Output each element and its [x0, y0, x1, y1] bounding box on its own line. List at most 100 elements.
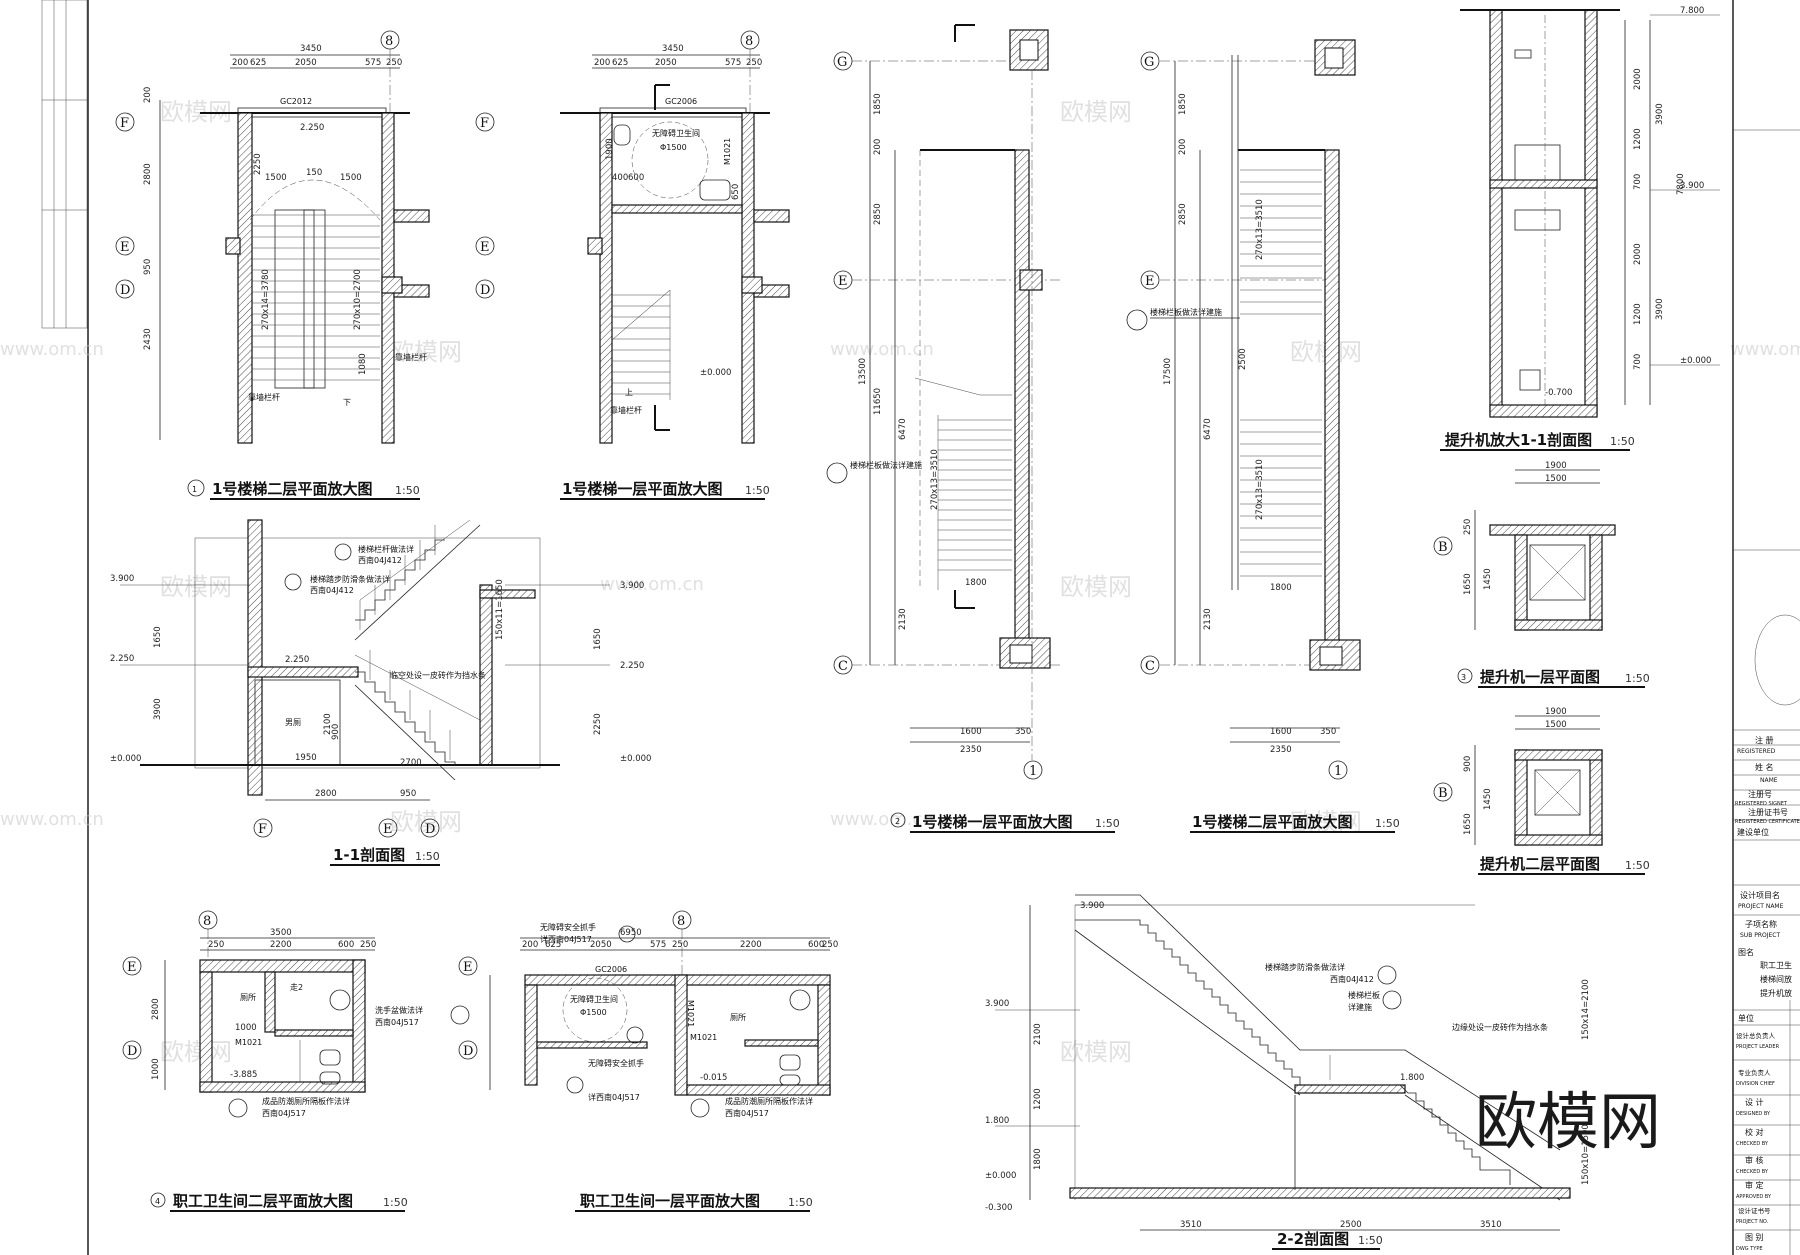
stair-treads: [1240, 169, 1322, 577]
dimension-label: 600: [338, 940, 354, 950]
watermark-text: 欧模网: [160, 1038, 232, 1066]
drawing-scale: 1:50: [1375, 817, 1400, 830]
dimension-label: 2500: [1340, 1220, 1362, 1230]
dimension-label: 1800: [1270, 583, 1292, 593]
elevation-label: ±0.000: [700, 368, 731, 378]
axis-label: E: [463, 960, 473, 975]
axis-label: 8: [203, 914, 211, 929]
title-block-label: 提升机放: [1760, 988, 1792, 998]
elevation-label: 2.250: [300, 123, 324, 133]
callout-ref: 详西南04J517: [540, 934, 592, 944]
room-label: 走2: [290, 983, 303, 992]
dimension-label: 625: [250, 58, 266, 68]
door-label: M1021: [686, 1000, 695, 1027]
axis-label: G: [1144, 55, 1154, 70]
left-margin-strip: [41, 0, 89, 1255]
dimension-label: 1800: [965, 578, 987, 588]
dimension-label: 900: [331, 724, 341, 740]
dimension-label: 1650: [1463, 573, 1473, 595]
dimension-label: 3510: [1180, 1220, 1202, 1230]
dimension-label: 2850: [873, 203, 883, 225]
title-block-label: REGISTERED CERTIFICATE: [1735, 819, 1800, 825]
title-block-label: CHECKED BY: [1736, 1141, 1769, 1147]
dimension-label: 1500: [1545, 720, 1567, 730]
dimension-label: 600: [628, 173, 644, 183]
dimension-label: 1000: [151, 1058, 161, 1080]
dimension-label: 2430: [143, 328, 153, 350]
dimension-label: 1850: [1178, 93, 1188, 115]
title-block-label: 注册证书号: [1748, 807, 1788, 817]
stair-treads: [252, 214, 380, 381]
axis-label: B: [1438, 540, 1448, 555]
axis-label: 8: [745, 34, 753, 49]
elevation-label: 2.250: [285, 655, 309, 665]
drawing-scale: 1:50: [1095, 817, 1120, 830]
title-block-label: 专业负责人: [1738, 1068, 1771, 1077]
axis-label: F: [480, 116, 489, 131]
drawing-scale: 1:50: [1625, 859, 1650, 872]
seal-stamp: [1754, 614, 1800, 706]
drawing-title: 1号楼梯二层平面放大图: [212, 480, 372, 498]
dimension-label: 250: [386, 58, 402, 68]
drawing-title: 1-1剖面图: [333, 846, 405, 864]
dimension-label: 200: [873, 139, 883, 155]
callout-text: 洗手盆做法详: [375, 1005, 423, 1015]
drawing-title: 职工卫生间二层平面放大图: [173, 1192, 353, 1210]
elevation-label: 2.250: [620, 661, 644, 671]
stair1-floor2-plan-long: G E C 270x13=3510: [1126, 39, 1400, 833]
elevation-label: 3.900: [985, 999, 1009, 1009]
dimension-label: 2200: [270, 940, 292, 950]
dimension-label: 1200: [1633, 128, 1643, 150]
drawing-scale: 1:50: [1358, 1234, 1383, 1247]
elevation-label: 7.800: [1680, 6, 1704, 16]
watermark-text: 欧模网: [390, 338, 462, 366]
title-block-label: 审 核: [1745, 1155, 1764, 1165]
drawing-number: 1: [192, 485, 197, 494]
callout-ref: 西南04J412: [1330, 974, 1374, 984]
callout-text: 楼梯栏板做法详建施: [850, 460, 922, 470]
callout-ref: 详西南04J517: [588, 1092, 640, 1102]
dimension-label: 2130: [1203, 608, 1213, 630]
callout-ref: 西南04J517: [375, 1017, 419, 1027]
axis-label: 8: [385, 34, 393, 49]
dimension-label: 150x14=2100: [1581, 979, 1591, 1040]
dimension-label: 2050: [295, 58, 317, 68]
dimension-label: 200: [1178, 139, 1188, 155]
axis-label: C: [838, 659, 848, 674]
drawing-scale: 1:50: [415, 850, 440, 863]
window-label: GC2006: [665, 97, 697, 106]
callout-ref: 西南04J412: [310, 585, 354, 595]
elevation-label: ±0.000: [110, 754, 141, 764]
callout-text: 成品防潮厕所隔板作法详: [262, 1096, 350, 1106]
dimension-label: 6470: [898, 418, 908, 440]
dimension-label: 2250: [253, 153, 263, 175]
elevation-label: -0.700: [1545, 388, 1572, 398]
dimension-label: 1650: [593, 628, 603, 650]
watermark-url: www.om.cn: [0, 809, 104, 830]
dimension-label: 1650: [153, 626, 163, 648]
dimension-label: 600: [808, 940, 824, 950]
title-block-label: 子项名称: [1745, 919, 1777, 929]
dimension-label: 2050: [655, 58, 677, 68]
dimension-label: 1000: [235, 1023, 257, 1033]
title-block-label: 单位: [1738, 1013, 1754, 1023]
dimension-label: 2700: [400, 758, 422, 768]
title-block-label: PROJECT LEADER: [1736, 1044, 1780, 1050]
elevation-label: 3.900: [1680, 181, 1704, 191]
dimension-label: 2850: [1178, 203, 1188, 225]
drawing-scale: 1:50: [1610, 435, 1635, 448]
dimension-label: 2800: [151, 998, 161, 1020]
axis-label: E: [480, 240, 490, 255]
axis-label: 1: [1334, 764, 1342, 779]
title-block-label: 设计项目名: [1740, 890, 1780, 900]
dimension-label: 1450: [1483, 788, 1493, 810]
dimension-label: 1600: [1270, 727, 1292, 737]
dimension-label: 200: [522, 940, 538, 950]
elevation-label: ±0.000: [985, 1171, 1016, 1181]
dimension-label: 11650: [873, 388, 883, 415]
axis-label: E: [838, 274, 848, 289]
room-label: 无障碍卫生间: [652, 128, 700, 138]
stair1-floor2-plan: 3450 200 625 2050 575 250 8 GC2012 2.250…: [115, 30, 430, 500]
drawing-title: 职工卫生间一层平面放大图: [580, 1192, 760, 1210]
title-block-label: CHECKED BY: [1736, 1169, 1769, 1175]
